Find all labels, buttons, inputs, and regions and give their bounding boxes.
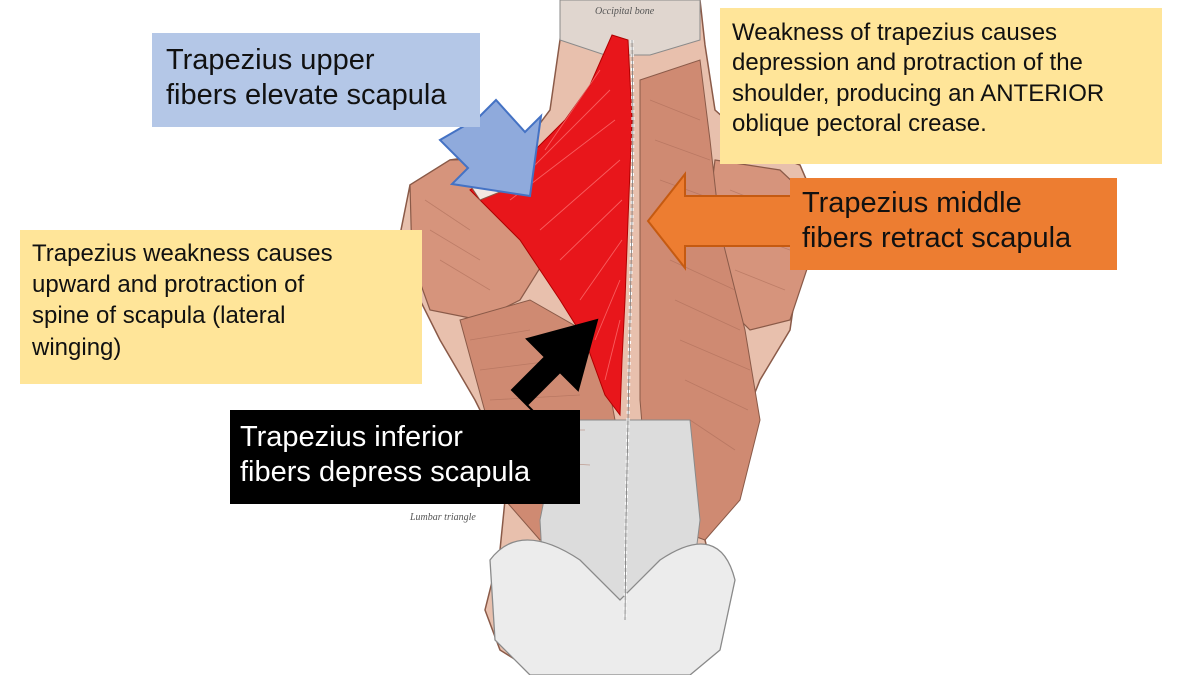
- inferior-fibers-callout: Trapezius inferior fibers depress scapul…: [230, 410, 580, 504]
- weakness-anterior-line-4: oblique pectoral crease.: [732, 110, 987, 138]
- lumbar-triangle-label: Lumbar triangle: [409, 512, 476, 523]
- pelvis: [489, 539, 736, 675]
- neck: [559, 0, 701, 56]
- trapezius-fibers: [509, 69, 623, 381]
- spine-outline: [624, 39, 634, 621]
- weakness-anterior-line-2: depression and protraction of the: [732, 49, 1083, 77]
- upper-fibers-arrow: [438, 98, 543, 198]
- middle-fibers-callout: Trapezius middle fibers retract scapula: [790, 178, 1117, 270]
- upper-fibers-line-1: Trapezius upper: [166, 44, 375, 76]
- occipital-label: Occipital bone: [595, 6, 655, 17]
- weakness-lateral-line-4: winging): [32, 333, 122, 361]
- weakness-lateral-line-2: upward and protraction of: [32, 271, 305, 299]
- middle-fibers-line-1: Trapezius middle: [802, 187, 1022, 219]
- upper-fibers-callout: Trapezius upper fibers elevate scapula: [152, 33, 480, 127]
- inferior-fibers-arrow: [510, 318, 599, 413]
- middle-fibers-line-2: fibers retract scapula: [802, 222, 1072, 255]
- weakness-lateral-line-1: Trapezius weakness causes: [32, 240, 333, 267]
- weakness-lateral-callout: Trapezius weakness causes upward and pro…: [20, 230, 422, 384]
- weakness-anterior-callout: Weakness of trapezius causes depression …: [720, 8, 1162, 164]
- weakness-lateral-line-3: spine of scapula (lateral: [32, 302, 286, 330]
- middle-fibers-arrow: [646, 171, 793, 271]
- inferior-fibers-line-2: fibers depress scapula: [240, 456, 531, 489]
- upper-fibers-line-2: fibers elevate scapula: [166, 79, 447, 112]
- weakness-anterior-line-1: Weakness of trapezius causes: [732, 19, 1058, 46]
- inferior-fibers-line-1: Trapezius inferior: [240, 421, 463, 453]
- weakness-anterior-line-3: shoulder, producing an ANTERIOR: [732, 79, 1105, 107]
